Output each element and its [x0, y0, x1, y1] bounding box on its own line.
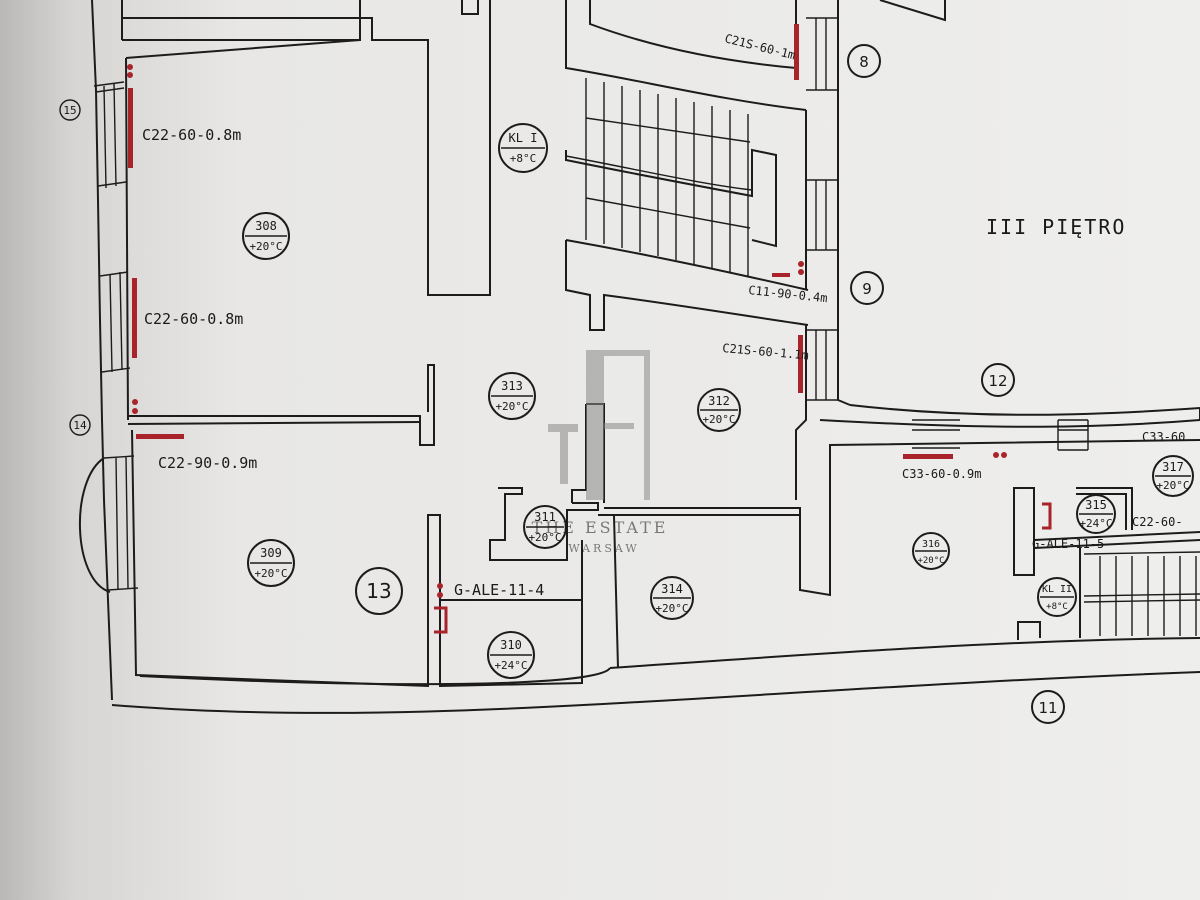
svg-text:+20°C: +20°C: [917, 556, 944, 566]
equipment-label: C22-90-0.9m: [158, 454, 257, 472]
svg-text:315: 315: [1085, 498, 1107, 512]
svg-text:+24°C: +24°C: [1079, 517, 1112, 530]
svg-text:317: 317: [1162, 460, 1184, 474]
room-310: 310 +24°C: [487, 631, 535, 679]
svg-text:+20°C: +20°C: [495, 400, 528, 413]
svg-text:+20°C: +20°C: [702, 413, 735, 426]
svg-text:14: 14: [73, 419, 87, 432]
equipment-label: C22-60-0.8m: [142, 126, 241, 144]
equipment-marker: [772, 273, 790, 277]
room-312: 312 +20°C: [697, 388, 741, 432]
watermark-logo-bar: [644, 350, 650, 500]
room-311: 311 +20°C: [523, 505, 567, 549]
windows: [79, 17, 1089, 593]
equipment-marker: [903, 454, 953, 459]
staircase-kl2: [1083, 551, 1200, 636]
equipment-marker: [132, 408, 138, 414]
equipment-label: C22-60-0.8m: [144, 310, 243, 328]
room-315: 315 +24°C: [1076, 494, 1116, 534]
svg-text:310: 310: [500, 638, 522, 652]
room-309: 309 +20°C: [247, 539, 295, 587]
zone-14: 14: [69, 414, 91, 436]
svg-text:+20°C: +20°C: [1156, 479, 1189, 492]
svg-text:KL I: KL I: [509, 131, 538, 145]
stairwell-kl1: KL I +8°C: [498, 123, 548, 173]
equipment-label: C33-60-0.9m: [902, 467, 981, 481]
zone-15: 15: [59, 99, 81, 121]
equipment-label: C22-60-: [1132, 515, 1183, 529]
svg-text:+8°C: +8°C: [1046, 602, 1068, 612]
equipment-marker: [798, 261, 804, 267]
equipment-markers: [127, 24, 1052, 634]
building-walls: [91, 0, 1200, 714]
svg-text:308: 308: [255, 219, 277, 233]
room-313: 313 +20°C: [488, 372, 536, 420]
watermark-logo-bar: [586, 350, 604, 500]
svg-text:314: 314: [661, 582, 683, 596]
zone-8: 8: [847, 44, 881, 78]
svg-text:313: 313: [501, 379, 523, 393]
svg-text:316: 316: [922, 539, 940, 550]
svg-text:9: 9: [862, 280, 872, 298]
svg-text:11: 11: [1038, 699, 1057, 717]
room-317: 317 +20°C: [1152, 455, 1194, 497]
svg-text:15: 15: [63, 104, 76, 117]
svg-text:+20°C: +20°C: [249, 240, 282, 253]
equipment-marker: [798, 269, 804, 275]
equipment-marker: [132, 399, 138, 405]
svg-text:+20°C: +20°C: [528, 531, 561, 544]
watermark-logo-bar: [604, 423, 634, 429]
room-308: 308 +20°C: [242, 212, 290, 260]
equipment-marker: [1042, 502, 1052, 530]
equipment-marker: [127, 72, 133, 78]
equipment-marker: [437, 583, 443, 589]
watermark: THE ESTATE WARSAW: [532, 350, 669, 555]
svg-text:13: 13: [366, 579, 391, 603]
svg-text:311: 311: [534, 510, 556, 524]
staircase-kl1: [565, 78, 777, 276]
stairwell-kl2: KL II +8°C: [1037, 577, 1077, 617]
equipment-marker: [132, 278, 137, 358]
equipment-label: G-ALE-11-5: [1032, 537, 1104, 551]
equipment-marker: [128, 88, 133, 168]
watermark-logo-bar: [604, 350, 650, 356]
svg-text:KL II: KL II: [1042, 584, 1072, 595]
equipment-marker: [1001, 452, 1007, 458]
svg-text:309: 309: [260, 546, 282, 560]
equipment-marker: [127, 64, 133, 70]
watermark-brand: THE ESTATE: [532, 518, 669, 537]
equipment-label: G-ALE-11-4: [454, 581, 544, 599]
equipment-marker: [136, 434, 184, 439]
zone-9: 9: [850, 271, 884, 305]
equipment-marker: [993, 452, 999, 458]
svg-text:+8°C: +8°C: [510, 152, 537, 165]
zone-13: 13: [355, 567, 403, 615]
watermark-city: WARSAW: [568, 542, 639, 555]
svg-text:+20°C: +20°C: [655, 602, 688, 615]
equipment-marker: [794, 24, 799, 80]
zone-12: 12: [981, 363, 1015, 397]
zone-markers: 8 9 11 12 13 14 15: [59, 44, 1065, 724]
zone-11: 11: [1031, 690, 1065, 724]
svg-text:+24°C: +24°C: [494, 659, 527, 672]
equipment-marker: [437, 592, 443, 598]
svg-text:8: 8: [859, 53, 869, 71]
room-314: 314 +20°C: [650, 576, 694, 620]
equipment-labels: C22-60-0.8m C22-60-0.8m C22-90-0.9m C21S…: [142, 31, 1185, 599]
svg-text:12: 12: [988, 372, 1007, 390]
equipment-marker: [798, 335, 803, 393]
room-markers: 308 +20°C 309 +20°C 310 +24°C 311 +20°C …: [242, 123, 1194, 679]
watermark-logo-bar: [560, 424, 568, 484]
room-316: 316 +20°C: [912, 532, 950, 570]
floor-label: III PIĘTRO: [986, 215, 1126, 239]
equipment-marker: [434, 606, 448, 634]
svg-text:312: 312: [708, 394, 730, 408]
equipment-label: C33-60: [1142, 430, 1185, 444]
svg-text:+20°C: +20°C: [254, 567, 287, 580]
